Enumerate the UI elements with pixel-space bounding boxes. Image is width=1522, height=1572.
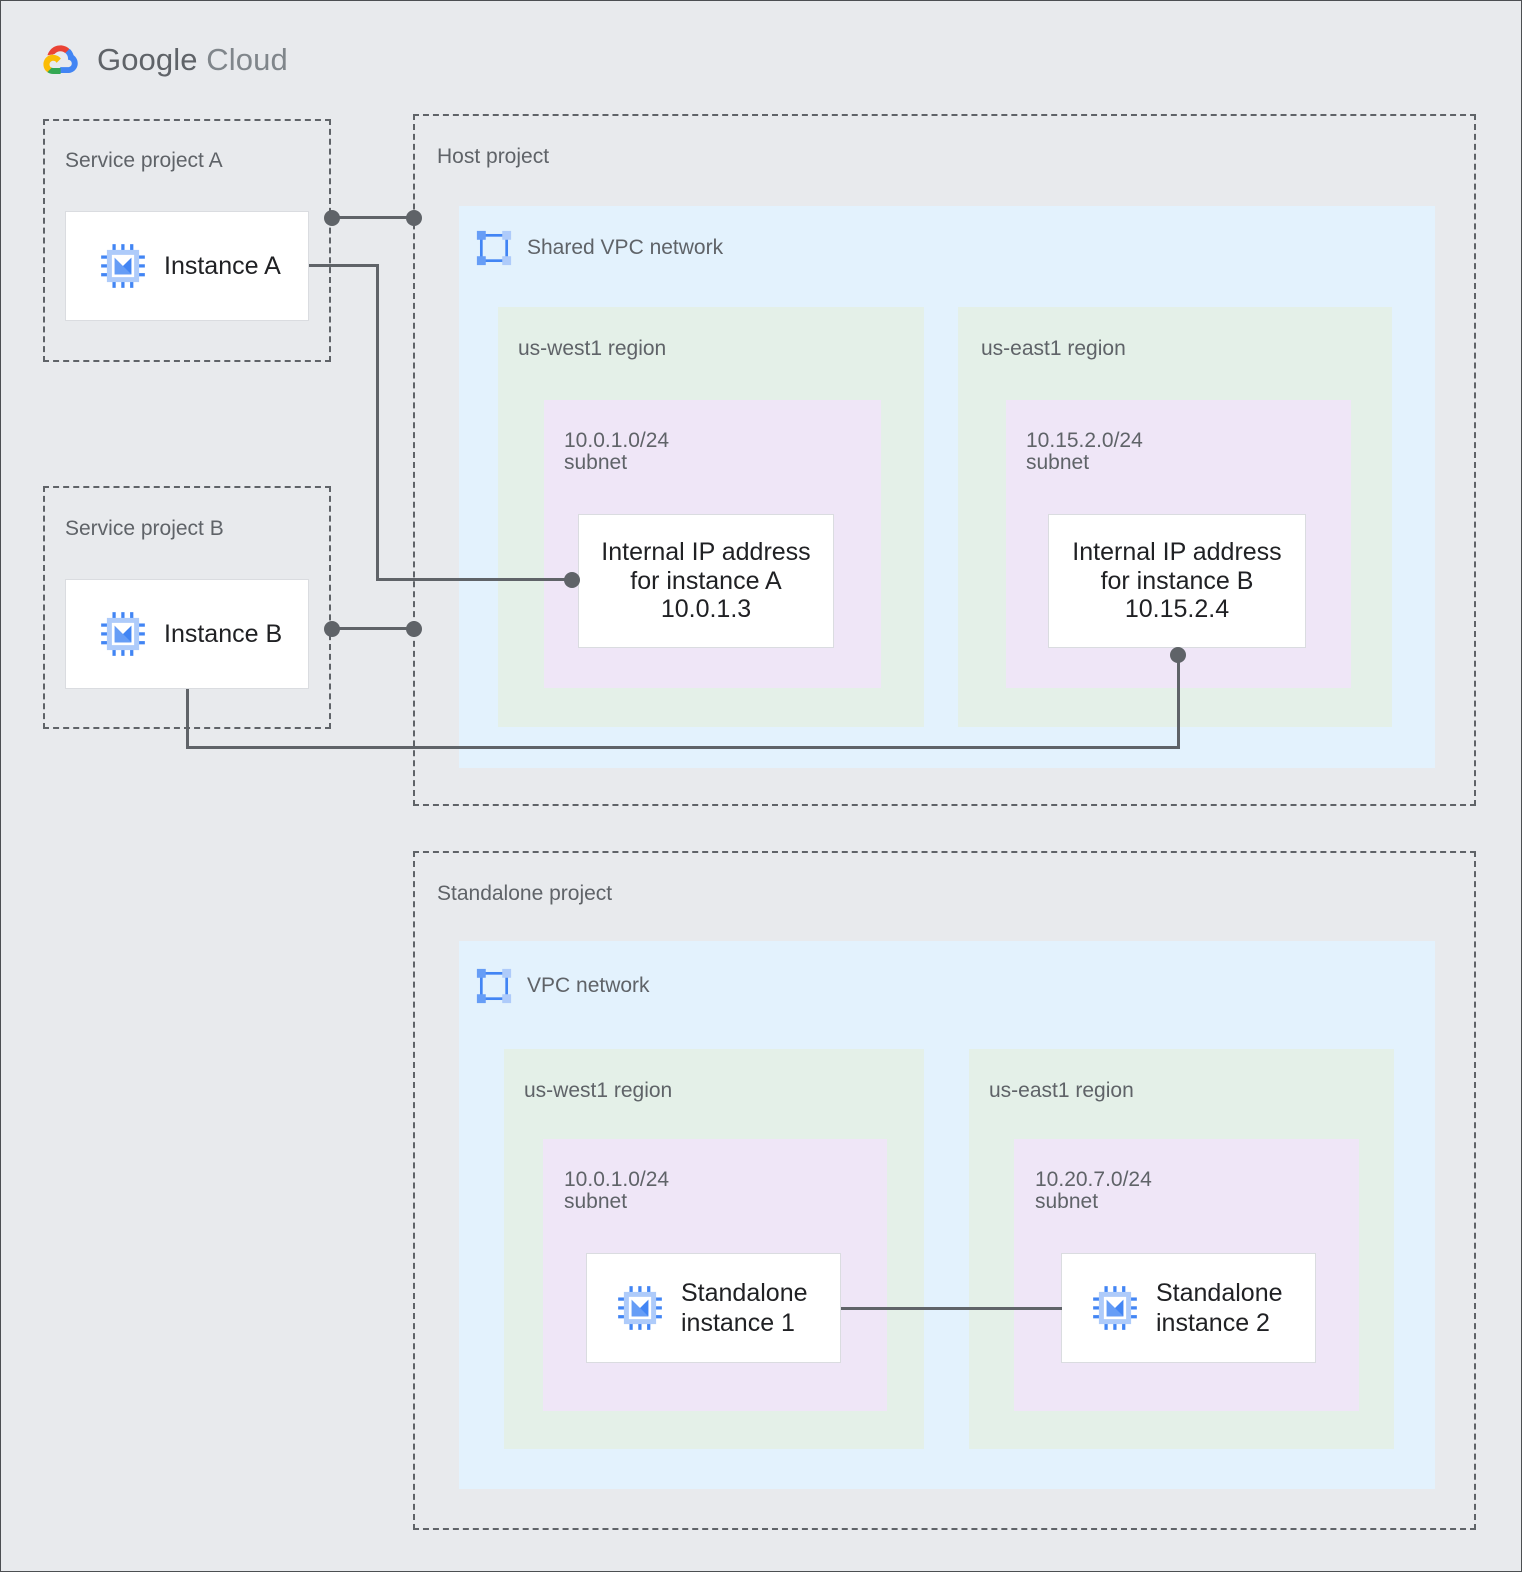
compute-instance-icon	[101, 612, 145, 656]
brand-name-google: Google	[97, 42, 198, 77]
project-standalone-project[interactable]	[413, 851, 1476, 1530]
card-internal-ip-instance-b[interactable]: Internal IP address for instance B 10.15…	[1048, 514, 1306, 648]
subnet-label-host-10-15-2-0: 10.15.2.0/24 subnet	[1026, 429, 1143, 474]
card-standalone-instance-1-label: Standalone instance 1	[681, 1278, 808, 1338]
subnet-label-host-10-0-1-0: 10.0.1.0/24 subnet	[564, 429, 670, 474]
connector-instance-a-segment-vertical	[376, 264, 379, 580]
connector-instance-b-segment-bottom	[186, 746, 1180, 749]
card-internal-ip-instance-a-label: Internal IP address for instance A 10.0.…	[601, 538, 811, 624]
google-cloud-logo: Google Cloud	[37, 37, 288, 83]
card-instance-b-label: Instance B	[164, 619, 283, 648]
subnet-label-standalone-10-0-1-0: 10.0.1.0/24 subnet	[564, 1168, 670, 1213]
card-standalone-instance-1[interactable]: Standalone instance 1	[586, 1253, 841, 1363]
google-cloud-logo-text: Google Cloud	[97, 42, 288, 78]
compute-instance-icon	[101, 244, 145, 288]
vpc-network-icon	[476, 230, 512, 266]
project-label-service-project-a: Service project A	[65, 149, 223, 172]
brand-name-cloud: Cloud	[206, 42, 288, 77]
connector-instance-a-endpoint-dot	[564, 572, 580, 588]
card-instance-a-label: Instance A	[164, 251, 281, 280]
connector-service-a-dot-right	[406, 210, 422, 226]
connector-instance-a-segment-top	[309, 264, 379, 267]
connector-instance-b-endpoint-dot	[1170, 647, 1186, 663]
project-label-host-project: Host project	[437, 145, 550, 168]
region-label-host-us-east1: us-east1 region	[981, 337, 1126, 360]
card-instance-a[interactable]: Instance A	[65, 211, 309, 321]
connector-standalone-1-to-standalone-2	[841, 1307, 1062, 1310]
google-cloud-logo-icon	[43, 45, 78, 74]
connector-service-a-dot-left	[324, 210, 340, 226]
project-label-service-project-b: Service project B	[65, 517, 224, 540]
compute-instance-icon	[1093, 1286, 1137, 1330]
project-host-project[interactable]	[413, 114, 1476, 806]
connector-instance-a-segment-bottom	[376, 578, 573, 581]
project-service-project-a[interactable]	[43, 119, 331, 362]
subnet-label-standalone-10-20-7-0: 10.20.7.0/24 subnet	[1035, 1168, 1152, 1213]
connector-service-b-to-host-line	[332, 627, 414, 630]
connector-instance-b-segment-vertical-left	[186, 689, 189, 749]
connector-service-b-dot-right	[406, 621, 422, 637]
region-label-standalone-us-east1: us-east1 region	[989, 1079, 1134, 1102]
card-standalone-instance-2-label: Standalone instance 2	[1156, 1278, 1283, 1338]
card-internal-ip-instance-b-label: Internal IP address for instance B 10.15…	[1072, 538, 1282, 624]
card-standalone-instance-2[interactable]: Standalone instance 2	[1061, 1253, 1316, 1363]
project-label-standalone-project: Standalone project	[437, 882, 613, 905]
card-internal-ip-instance-a[interactable]: Internal IP address for instance A 10.0.…	[578, 514, 834, 648]
network-header-shared-vpc: Shared VPC network	[475, 229, 723, 267]
network-header-vpc: VPC network	[475, 967, 650, 1005]
connector-service-b-dot-left	[324, 621, 340, 637]
network-label-shared-vpc: Shared VPC network	[527, 236, 724, 259]
network-label-vpc: VPC network	[527, 974, 650, 997]
connector-instance-b-segment-vertical-right	[1177, 654, 1180, 747]
region-label-host-us-west1: us-west1 region	[518, 337, 667, 360]
connector-service-a-to-host-line	[332, 216, 414, 219]
vpc-network-icon	[476, 968, 512, 1004]
region-label-standalone-us-west1: us-west1 region	[524, 1079, 673, 1102]
card-instance-b[interactable]: Instance B	[65, 579, 309, 689]
compute-instance-icon	[618, 1286, 662, 1330]
